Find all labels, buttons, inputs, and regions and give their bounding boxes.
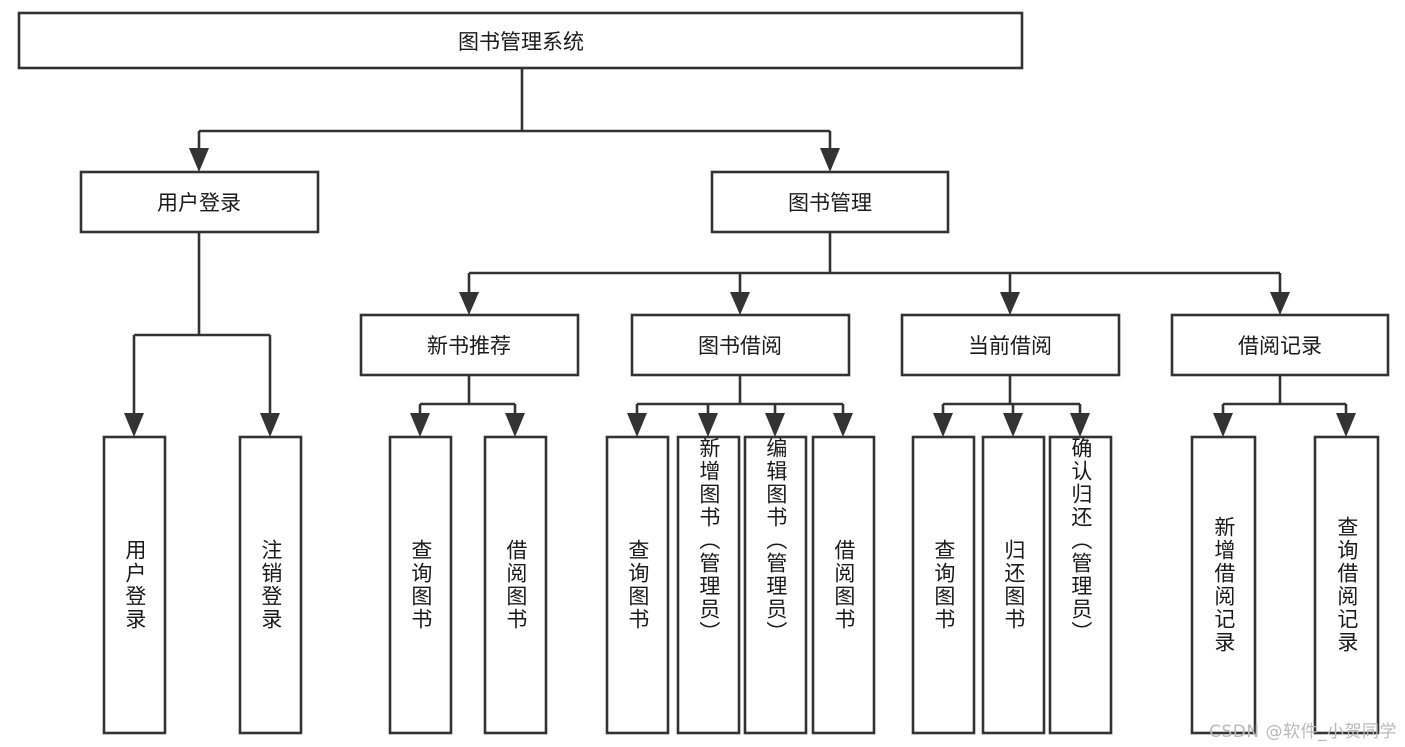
node-leaf-query-record-box[interactable] bbox=[1313, 435, 1380, 735]
arrow-head-current-borrow bbox=[1000, 292, 1020, 315]
arrow-head-user-login bbox=[189, 148, 209, 172]
connector-group-current-borrow bbox=[933, 375, 1090, 437]
node-current-borrow-box[interactable] bbox=[900, 313, 1121, 377]
arrow-head-book-manage bbox=[820, 148, 840, 172]
connector-group-user-login bbox=[124, 232, 280, 437]
node-leaf-query-book-1-box[interactable] bbox=[388, 435, 453, 735]
arrow-head-borrow-record bbox=[1270, 292, 1290, 315]
arrow-head-leaf-query-book-1 bbox=[410, 413, 430, 437]
node-root-label: 图书管理系统 bbox=[458, 30, 584, 54]
node-leaf-user-logout-box[interactable] bbox=[238, 435, 303, 735]
arrow-head-leaf-user-logout bbox=[260, 413, 280, 437]
node-leaf-add-book-box[interactable] bbox=[676, 435, 741, 735]
arrow-head-leaf-confirm-return bbox=[1070, 413, 1090, 437]
connector-group-new-book-recommend bbox=[410, 375, 525, 437]
node-borrow-record-label: 借阅记录 bbox=[1238, 334, 1322, 358]
node-book-manage-label: 图书管理 bbox=[788, 191, 872, 215]
node-leaf-borrow-book-2-box[interactable] bbox=[811, 435, 876, 735]
node-leaf-edit-book-box[interactable] bbox=[743, 435, 808, 735]
node-user-login-label: 用户登录 bbox=[157, 191, 241, 215]
node-borrow-record-box[interactable] bbox=[1170, 313, 1390, 377]
arrow-head-leaf-query-book-2 bbox=[627, 413, 647, 437]
node-user-login-box[interactable] bbox=[79, 170, 320, 234]
arrow-head-leaf-add-book bbox=[698, 413, 718, 437]
node-leaf-return-book-box[interactable] bbox=[981, 435, 1046, 735]
arrow-head-leaf-borrow-book-1 bbox=[505, 413, 525, 437]
connector-group-book-borrow bbox=[627, 375, 853, 437]
arrow-head-book-borrow bbox=[730, 292, 750, 315]
node-leaf-query-book-2-box[interactable] bbox=[605, 435, 670, 735]
connector-group-book-manage bbox=[459, 232, 1290, 315]
node-leaf-confirm-return-box[interactable] bbox=[1048, 435, 1113, 735]
arrow-head-leaf-user-login bbox=[124, 413, 144, 437]
arrow-head-leaf-edit-book bbox=[765, 413, 785, 437]
node-book-borrow-box[interactable] bbox=[630, 313, 851, 377]
arrow-head-leaf-query-book-3 bbox=[933, 413, 953, 437]
node-current-borrow-label: 当前借阅 bbox=[968, 334, 1052, 358]
connector-group-root bbox=[189, 68, 840, 172]
node-book-manage-box[interactable] bbox=[710, 170, 950, 234]
arrow-head-leaf-query-record bbox=[1336, 413, 1356, 437]
node-new-book-recommend-label: 新书推荐 bbox=[427, 334, 511, 358]
csdn-watermark: CSDN @软件_小贺同学 bbox=[1209, 722, 1397, 742]
node-leaf-borrow-book-1-box[interactable] bbox=[483, 435, 548, 735]
connector-group-borrow-record bbox=[1213, 375, 1356, 437]
arrow-head-new-book-recommend bbox=[459, 292, 479, 315]
node-new-book-recommend-box[interactable] bbox=[359, 313, 580, 377]
arrow-head-leaf-borrow-book-2 bbox=[833, 413, 853, 437]
node-leaf-user-login-box[interactable] bbox=[102, 435, 167, 735]
node-root-box[interactable] bbox=[17, 11, 1024, 70]
node-leaf-query-book-3-box[interactable] bbox=[911, 435, 976, 735]
node-book-borrow-label: 图书借阅 bbox=[698, 334, 782, 358]
arrow-head-leaf-add-record bbox=[1213, 413, 1233, 437]
node-leaf-add-record-box[interactable] bbox=[1190, 435, 1257, 735]
arrow-head-leaf-return-book bbox=[1003, 413, 1023, 437]
